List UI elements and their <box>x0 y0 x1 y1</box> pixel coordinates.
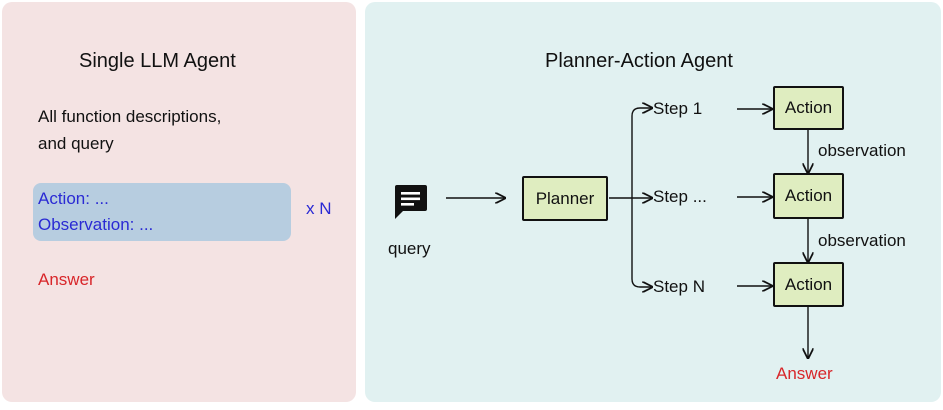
fork-to-step-1 <box>631 108 652 198</box>
function-descriptions-line-2: and query <box>38 134 114 153</box>
planner-action-agent-title: Planner-Action Agent <box>545 50 733 72</box>
step-mid-label: Step ... <box>653 187 707 206</box>
single-llm-agent-title: Single LLM Agent <box>79 50 236 72</box>
step-1-label: Step 1 <box>653 99 703 118</box>
observation-label-1: observation <box>818 141 906 160</box>
action-observation-loop-box <box>33 183 291 241</box>
action-node-3: Action <box>773 262 844 307</box>
right-answer-label: Answer <box>776 364 833 383</box>
loop-action-text: Action: ... <box>38 189 109 208</box>
action-node-1: Action <box>773 86 844 130</box>
function-descriptions-line-1: All function descriptions, <box>38 107 222 126</box>
loop-repeat-label: x N <box>306 199 332 218</box>
planner-node: Planner <box>522 176 608 221</box>
left-answer-label: Answer <box>38 270 95 289</box>
step-n-label: Step N <box>653 277 705 296</box>
action-node-2: Action <box>773 173 844 219</box>
chat-bubble-icon <box>395 185 427 219</box>
fork-to-step-n <box>631 198 652 287</box>
query-label: query <box>388 239 431 258</box>
loop-observation-text: Observation: ... <box>38 215 154 234</box>
observation-label-2: observation <box>818 231 906 250</box>
